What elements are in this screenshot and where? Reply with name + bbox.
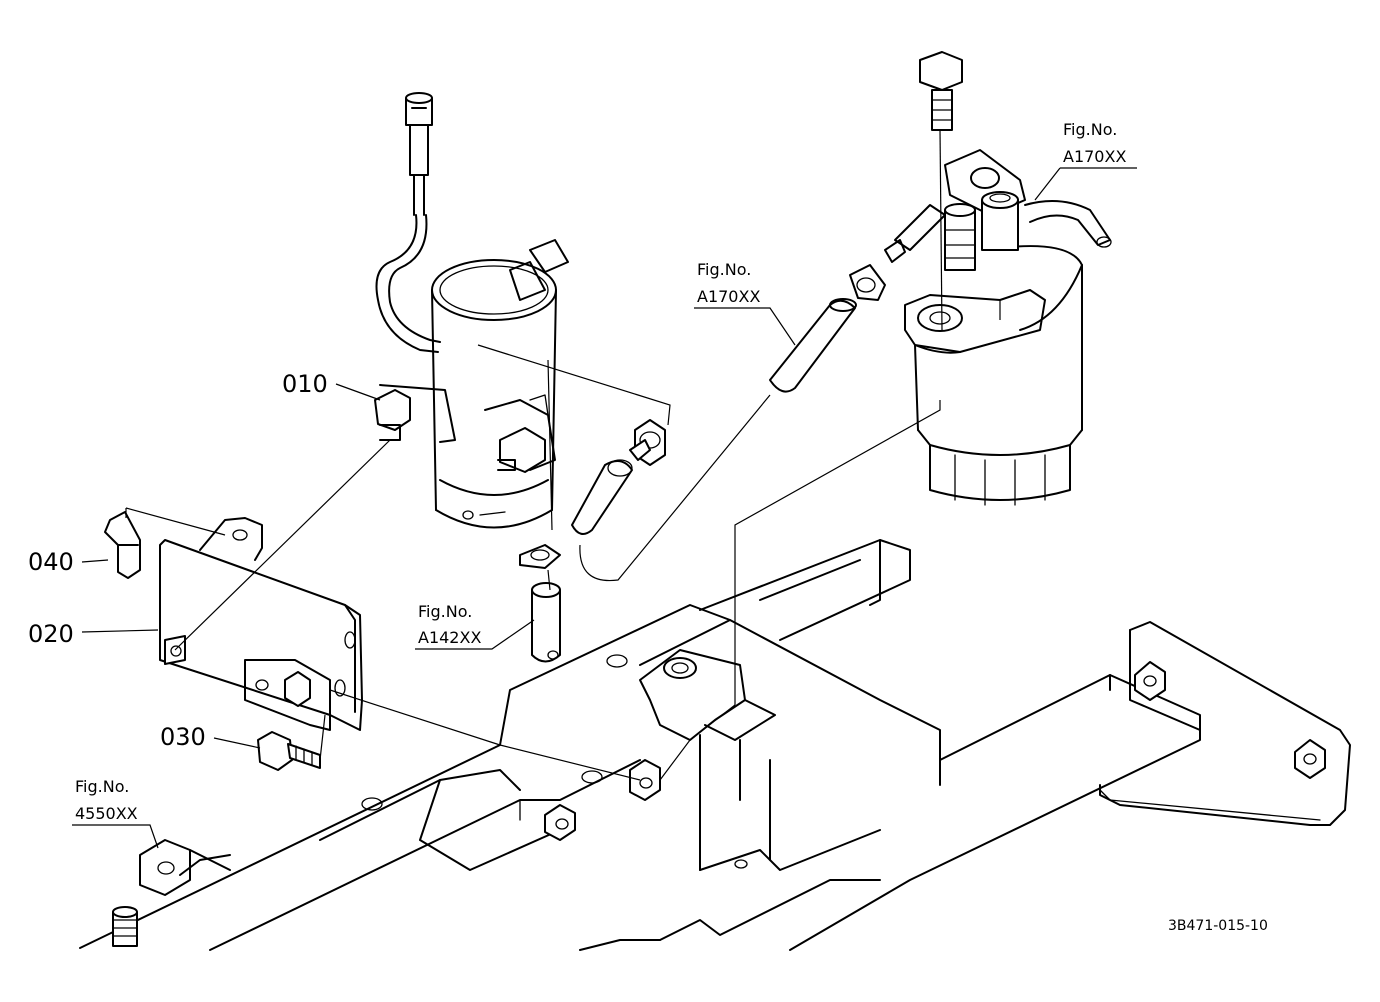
part-label-020: 020 <box>28 620 159 648</box>
figure-ref-label: Fig.No. <box>1063 120 1117 139</box>
figure-ref-frame: Fig.No. 4550XX <box>72 777 159 849</box>
part-number-030: 030 <box>160 723 206 751</box>
figure-ref-hose: Fig.No. A170XX <box>694 260 796 346</box>
assembly-lines <box>125 129 1001 781</box>
fuel-pump <box>374 92 569 529</box>
part-label-040: 040 <box>28 548 109 576</box>
figure-ref-number: A170XX <box>697 287 760 306</box>
chassis-frame <box>79 539 1351 951</box>
part-label-030: 030 <box>160 723 261 751</box>
mounting-bracket <box>159 517 363 731</box>
frame-bracket-left <box>139 839 231 896</box>
frame-nut-4 <box>1294 739 1326 779</box>
figure-ref-filter: Fig.No. A170XX <box>1034 120 1137 201</box>
figure-ref-label: Fig.No. <box>75 777 129 796</box>
bolt-030 <box>257 731 321 771</box>
figure-ref-label: Fig.No. <box>418 602 472 621</box>
part-label-010: 010 <box>282 370 381 401</box>
figure-ref-label: Fig.No. <box>697 260 751 279</box>
drawing-code: 3B471-015-10 <box>1168 918 1268 934</box>
figure-ref-number: A170XX <box>1063 147 1126 166</box>
part-number-020: 020 <box>28 620 74 648</box>
part-number-010: 010 <box>282 370 328 398</box>
figure-ref-number: A142XX <box>418 628 481 647</box>
figure-ref-number: 4550XX <box>75 804 138 823</box>
hoses-and-clamps <box>519 264 886 663</box>
figure-ref-bottom-hose: Fig.No. A142XX <box>415 602 535 650</box>
frame-nut-3 <box>1134 661 1166 701</box>
frame-nut-2 <box>544 804 576 841</box>
frame-stud <box>112 906 138 947</box>
part-number-040: 040 <box>28 548 74 576</box>
frame-nut-1 <box>629 759 661 801</box>
clip-040 <box>104 511 141 579</box>
fuel-filter <box>884 51 1112 506</box>
